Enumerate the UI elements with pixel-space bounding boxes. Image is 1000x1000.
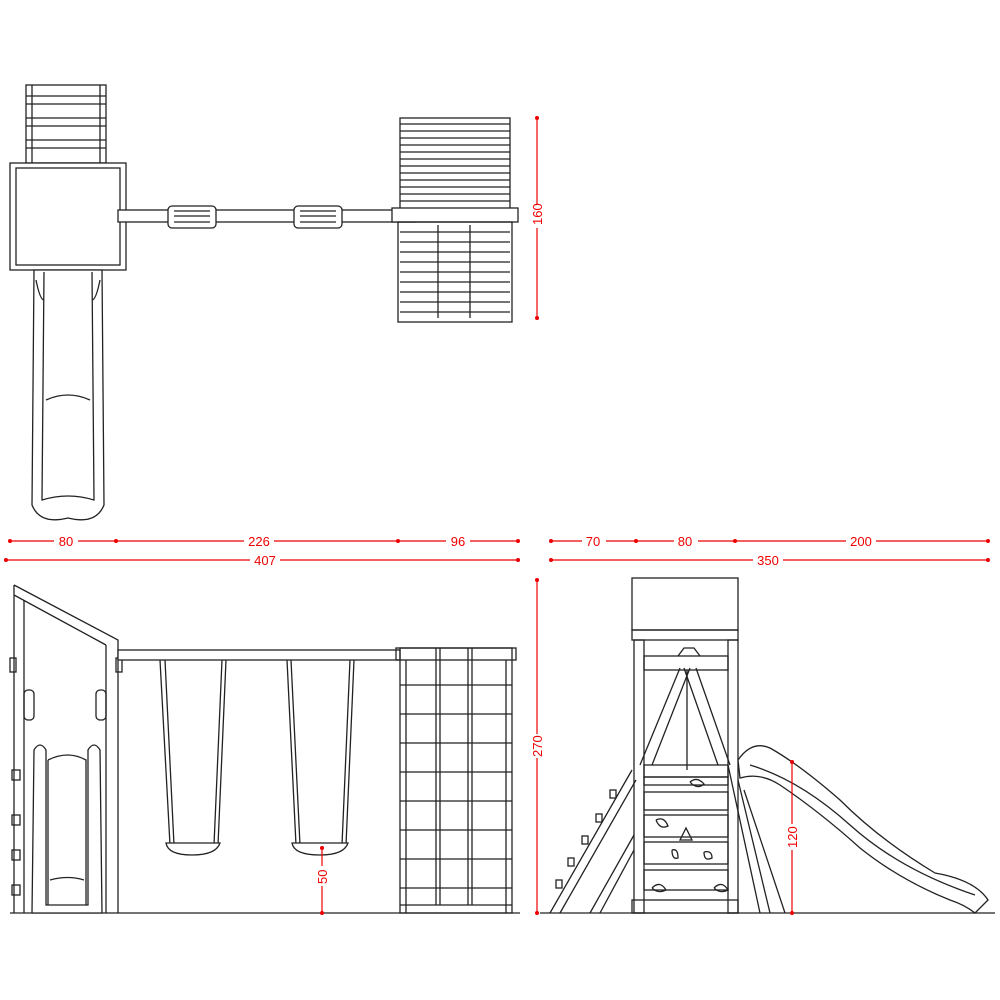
dimension-label-70: 70 (586, 534, 600, 549)
dimension-label-80: 80 (678, 534, 692, 549)
front-climbing-holds (11, 769, 21, 896)
side-view (540, 577, 995, 914)
side-roof (631, 577, 739, 631)
side-ladder (549, 769, 637, 914)
dimension-label-407: 407 (254, 553, 276, 568)
top-ladder (25, 84, 107, 164)
top-view (9, 84, 519, 521)
dimension-label-80: 80 (59, 534, 73, 549)
dimension-160: 160 (530, 116, 545, 320)
side-climbing-wall (631, 776, 739, 914)
dimension-label-120: 120 (785, 826, 800, 848)
side-slide (737, 745, 989, 914)
front-swing-2 (286, 659, 355, 856)
dimension-120: 120 (785, 760, 800, 915)
dimension-label-226: 226 (248, 534, 270, 549)
front-slide (31, 744, 103, 914)
dimension-label-96: 96 (451, 534, 465, 549)
dimension-50: 50 (315, 846, 330, 915)
front-view (9, 584, 520, 914)
front-dimensions: 80 226 96 407 (4, 533, 520, 568)
side-dimensions: 70 80 200 350 (549, 533, 990, 568)
top-climbing-frame (391, 117, 519, 323)
top-tower-roof (9, 162, 127, 271)
dimension-270: 270 (530, 578, 545, 915)
top-swing-beam (117, 209, 417, 223)
dimension-label-200: 200 (850, 534, 872, 549)
top-swing-seat-2 (293, 205, 343, 229)
front-climbing-frame (395, 647, 517, 914)
top-swing-seat-1 (167, 205, 217, 229)
top-slide (31, 269, 105, 521)
front-swing-beam (117, 649, 401, 661)
dimension-label-160: 160 (530, 203, 545, 225)
dimension-label-350: 350 (757, 553, 779, 568)
dimension-label-270: 270 (530, 735, 545, 757)
dimension-label-50: 50 (315, 870, 330, 884)
front-swing-1 (159, 659, 227, 856)
